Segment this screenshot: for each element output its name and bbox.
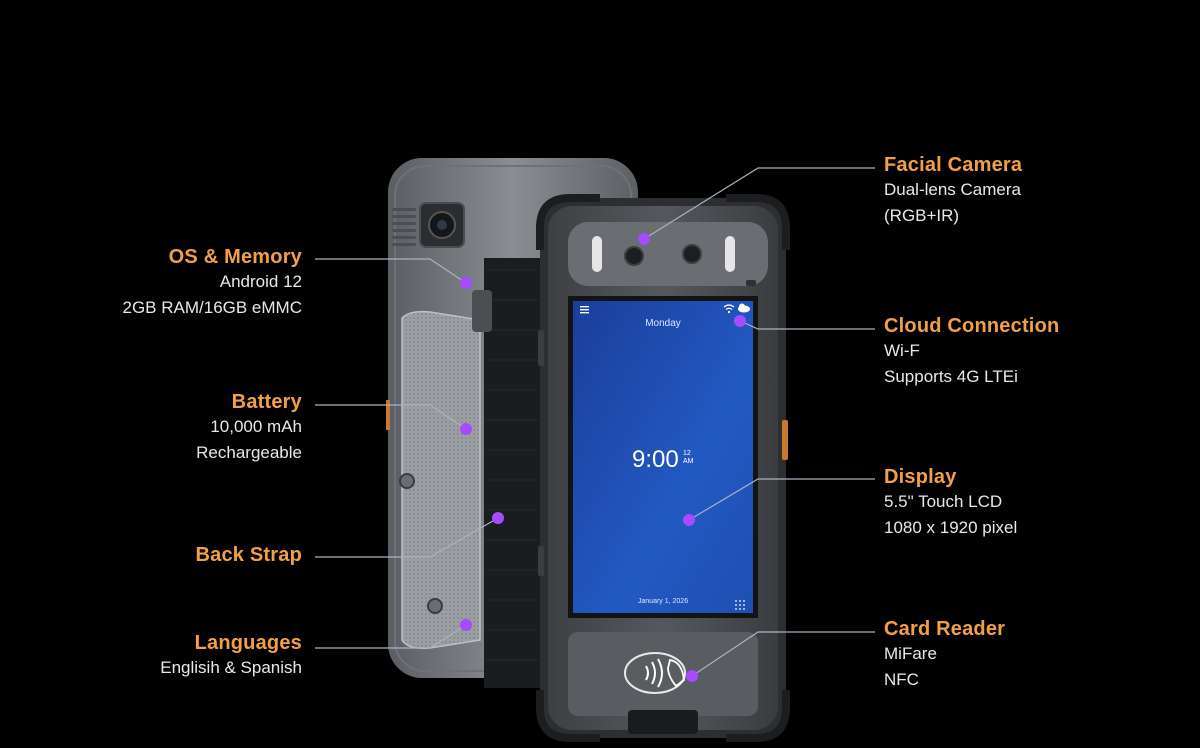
marker-os-memory: [460, 277, 472, 289]
cloud-icon: [738, 303, 750, 313]
marker-languages: [460, 619, 472, 631]
keypad-icon[interactable]: [735, 600, 745, 610]
contactless-icon: [645, 658, 663, 688]
feature-markers: [460, 233, 746, 682]
feature-battery: Battery 10,000 mAh Rechargeable: [196, 391, 302, 466]
feature-detail: (RGB+IR): [884, 206, 960, 225]
feature-languages: Languages Englisih & Spanish: [160, 632, 302, 681]
feature-title: Card Reader: [884, 618, 1006, 640]
feature-title: Cloud Connection: [884, 315, 1060, 337]
wifi-icon: [723, 304, 735, 314]
feature-cloud-connection: Cloud Connection Wi-F Supports 4G LTEi: [884, 315, 1059, 390]
feature-detail: 2GB RAM/16GB eMMC: [122, 298, 303, 317]
feature-title: Battery: [231, 391, 302, 413]
feature-detail: NFC: [884, 670, 919, 689]
leader-lines: [315, 167, 875, 677]
feature-facial-camera: Facial Camera Dual-lens Camera (RGB+IR): [884, 154, 1022, 229]
marker-facial-camera: [638, 233, 650, 245]
marker-cloud-connection: [734, 315, 746, 327]
feature-detail: 1080 x 1920 pixel: [884, 518, 1018, 537]
feature-detail: Englisih & Spanish: [160, 658, 302, 677]
feature-title: Back Strap: [195, 544, 302, 566]
marker-card-reader: [686, 670, 698, 682]
screen-day: Monday: [645, 318, 681, 329]
screen-date: January 1, 2026: [637, 598, 689, 605]
feature-title: Facial Camera: [884, 154, 1023, 176]
feature-detail: 10,000 mAh: [210, 417, 302, 436]
feature-detail: Wi-F: [884, 341, 920, 360]
screen-time: 9:00: [632, 446, 679, 473]
feature-detail: MiFare: [884, 644, 937, 663]
feature-detail: 5.5" Touch LCD: [884, 492, 1003, 511]
screen-ampm: AM: [683, 458, 694, 465]
nfc-reader-icon: [624, 652, 686, 694]
feature-back-strap: Back Strap: [196, 544, 303, 567]
menu-icon[interactable]: [580, 306, 589, 314]
marker-display: [683, 514, 695, 526]
marker-back-strap: [492, 512, 504, 524]
feature-detail: Android 12: [219, 272, 302, 291]
feature-detail: Supports 4G LTEi: [884, 367, 1018, 386]
marker-battery: [460, 423, 472, 435]
hand-tap-icon: [667, 658, 685, 688]
screen-seconds: 12: [683, 450, 691, 457]
feature-card-reader: Card Reader MiFare NFC: [884, 618, 1005, 693]
display-screen[interactable]: [573, 301, 753, 613]
feature-title: Languages: [194, 632, 302, 654]
screen-seconds-ampm: 12 AM: [683, 450, 694, 466]
feature-title: Display: [884, 466, 957, 488]
feature-os-memory: OS & Memory Android 12 2GB RAM/16GB eMMC: [123, 246, 303, 321]
feature-detail: Rechargeable: [196, 443, 302, 462]
feature-display: Display 5.5" Touch LCD 1080 x 1920 pixel: [884, 466, 1017, 541]
feature-detail: Dual-lens Camera: [884, 180, 1021, 199]
device-front: [536, 194, 790, 742]
feature-title: OS & Memory: [168, 246, 302, 268]
